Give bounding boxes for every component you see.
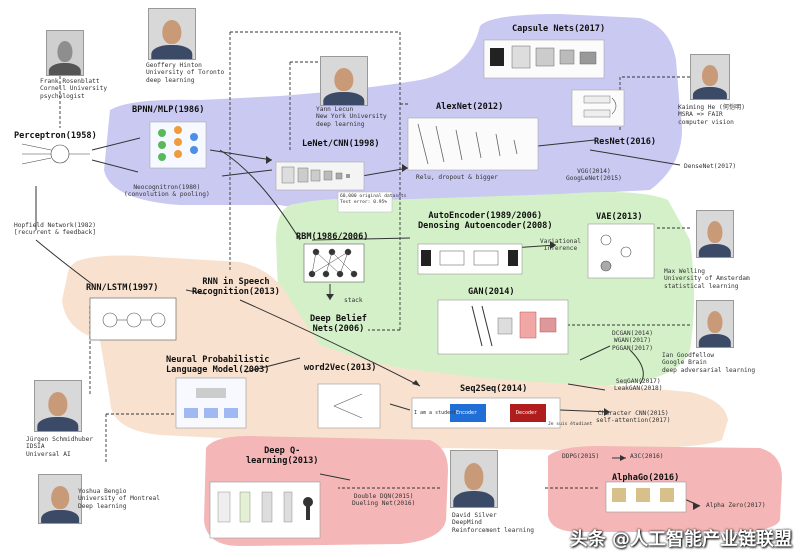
lecun-caption: Yann Lecun New York University deep lear… bbox=[316, 106, 387, 128]
hopfield-label: Hopfield Network(1982) [recurrent & feed… bbox=[14, 222, 96, 237]
densenet-label: DenseNet(2017) bbox=[684, 163, 737, 170]
alphazero-label: Alpha Zero(2017) bbox=[706, 502, 766, 509]
perceptron-figure bbox=[21, 143, 90, 165]
ddpg-label: DDPG(2015) bbox=[562, 453, 600, 460]
perceptron-label: Perceptron(1958) bbox=[14, 131, 97, 141]
vae-label: VAE(2013) bbox=[596, 212, 643, 222]
rosenblatt-caption: Frank Rosenblatt Cornell University psyc… bbox=[40, 78, 108, 100]
neocognitron-label: Neocognitron(1980) (convolution & poolin… bbox=[124, 184, 210, 199]
seqgan-label: SeqGAN(2017) LeakGAN(2018) bbox=[614, 378, 663, 393]
seq2seq-label: Seq2Seq(2014) bbox=[460, 384, 528, 394]
bpnn-label: BPNN/MLP(1986) bbox=[132, 105, 205, 115]
welling-caption: Max Welling University of Amsterdam stat… bbox=[664, 268, 750, 290]
goodfellow-photo bbox=[696, 300, 734, 348]
deepq-figure bbox=[209, 481, 321, 539]
relu-note: Relu, dropout & bigger bbox=[416, 174, 498, 181]
seq2seq-output-text: Je suis étudiant bbox=[548, 422, 593, 427]
hinton-photo bbox=[148, 8, 196, 60]
stack-label: stack bbox=[344, 297, 363, 304]
nplm-figure bbox=[175, 377, 247, 429]
autoencoder-label: AutoEncoder(1989/2006) Denosing Autoenco… bbox=[418, 211, 553, 232]
rbm-label: RBM(1986/2006) bbox=[296, 232, 369, 242]
bpnn-figure bbox=[149, 121, 207, 169]
variational-label: Variational Inference bbox=[540, 238, 581, 253]
schmidhuber-photo bbox=[34, 380, 82, 432]
dbn-label: Deep Belief Nets(2006) bbox=[310, 314, 367, 335]
watermark: 头条 @人工智能产业链联盟 bbox=[569, 529, 792, 550]
vae-figure bbox=[587, 223, 655, 279]
seq2seq-encoder-text: Encoder bbox=[456, 410, 478, 416]
alphago-label: AlphaGo(2016) bbox=[612, 473, 680, 483]
char-cnn-label: Character CNN(2015) self-attention(2017) bbox=[596, 410, 671, 425]
double-dqn-label: Double DQN(2015) Dueling Net(2016) bbox=[352, 493, 416, 508]
seq2seq-decoder-text: Decoder bbox=[516, 410, 538, 416]
seq2seq-input-text: I am a student bbox=[414, 410, 457, 416]
nplm-label: Neural Probabilistic Language Model(2003… bbox=[166, 355, 270, 376]
capsule-label: Capsule Nets(2017) bbox=[512, 24, 606, 34]
alexnet-figure bbox=[407, 117, 539, 171]
resnet-label: ResNet(2016) bbox=[594, 137, 657, 147]
rnn-lstm-label: RNN/LSTM(1997) bbox=[86, 283, 159, 293]
bengio-photo bbox=[38, 474, 82, 524]
gan-figure bbox=[437, 299, 569, 355]
deepq-label: Deep Q- learning(2013) bbox=[246, 446, 319, 467]
dcgan-label: DCGAN(2014) WGAN(2017) PGGAN(2017) bbox=[612, 330, 653, 352]
lecun-photo bbox=[320, 56, 368, 106]
rnn-speech-label: RNN in Speech Recognition(2013) bbox=[192, 277, 280, 298]
bengio-caption: Yoshua Bengio University of Montreal Dee… bbox=[78, 488, 160, 510]
rbm-figure bbox=[303, 243, 365, 283]
silver-caption: David Silver DeepMind Reinforcement lear… bbox=[452, 512, 534, 534]
hinton-caption: Geoffery Hinton University of Toronto de… bbox=[146, 62, 225, 84]
he-caption: Kaiming He (何恺明) MSRA => FAIR computer v… bbox=[678, 104, 745, 126]
alexnet-label: AlexNet(2012) bbox=[436, 102, 504, 112]
arrowheads bbox=[266, 156, 700, 510]
rnn-figure bbox=[89, 297, 177, 341]
alphago-figure bbox=[605, 481, 687, 513]
welling-photo bbox=[696, 210, 734, 258]
capsule-figure bbox=[483, 39, 605, 79]
vgg-label: VGG(2014) GoogLeNet(2015) bbox=[566, 168, 622, 183]
he-photo bbox=[690, 54, 730, 100]
goodfellow-caption: Ian Goodfellow Google Brain deep adversa… bbox=[662, 352, 756, 374]
word2vec-label: word2Vec(2013) bbox=[304, 363, 377, 373]
schmidhuber-caption: Jürgen Schmidhuber IDSIA Universal AI bbox=[26, 436, 94, 458]
lenet-note: 60,000 original datasets Test error: 0.9… bbox=[340, 194, 407, 205]
seq2seq-figure bbox=[411, 397, 561, 429]
gan-label: GAN(2014) bbox=[468, 287, 515, 297]
lenet-figure bbox=[275, 161, 393, 213]
lenet-label: LeNet/CNN(1998) bbox=[302, 139, 380, 149]
silver-photo bbox=[450, 450, 498, 508]
word2vec-figure bbox=[317, 383, 381, 429]
rosenblatt-photo bbox=[46, 30, 84, 76]
a3c-label: A3C(2016) bbox=[630, 453, 664, 460]
autoencoder-figure bbox=[417, 243, 523, 275]
resnet-figure bbox=[571, 89, 625, 127]
